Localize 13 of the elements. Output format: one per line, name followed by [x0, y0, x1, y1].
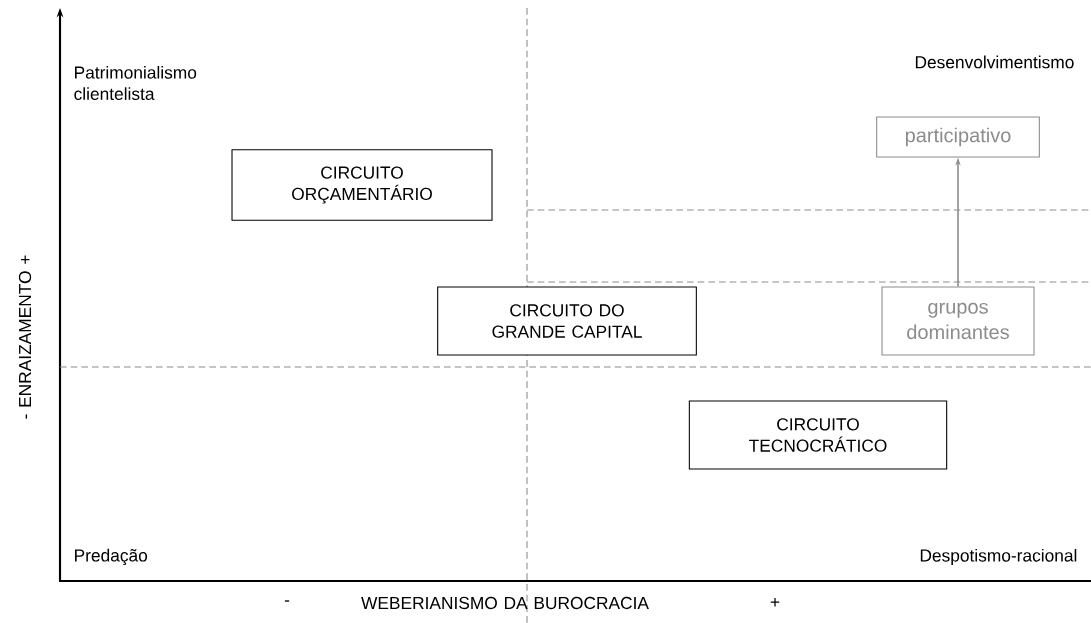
- concept-box: grupos dominantes: [881, 286, 1035, 356]
- axis-label: Despotismo-racional: [920, 548, 1077, 566]
- axis-label: Desenvolvimentismo: [915, 55, 1074, 69]
- axis-label: WEBERIANISMO DA BUROCRACIA: [361, 596, 649, 610]
- axis-label: +: [770, 598, 780, 607]
- concept-box: CIRCUITO DO GRANDE CAPITAL: [437, 286, 697, 356]
- axis-label: - ENRAIZAMENTO +: [18, 255, 32, 419]
- axis-label: Patrimonialismo clientelista: [74, 65, 197, 100]
- concept-box: participativo: [876, 116, 1040, 158]
- concept-box: CIRCUITO ORÇAMENTÁRIO: [231, 149, 493, 221]
- axis-label: Predação: [75, 548, 148, 566]
- concept-box: CIRCUITO TECNOCRÁTICO: [688, 400, 948, 470]
- axis-label: -: [284, 600, 290, 602]
